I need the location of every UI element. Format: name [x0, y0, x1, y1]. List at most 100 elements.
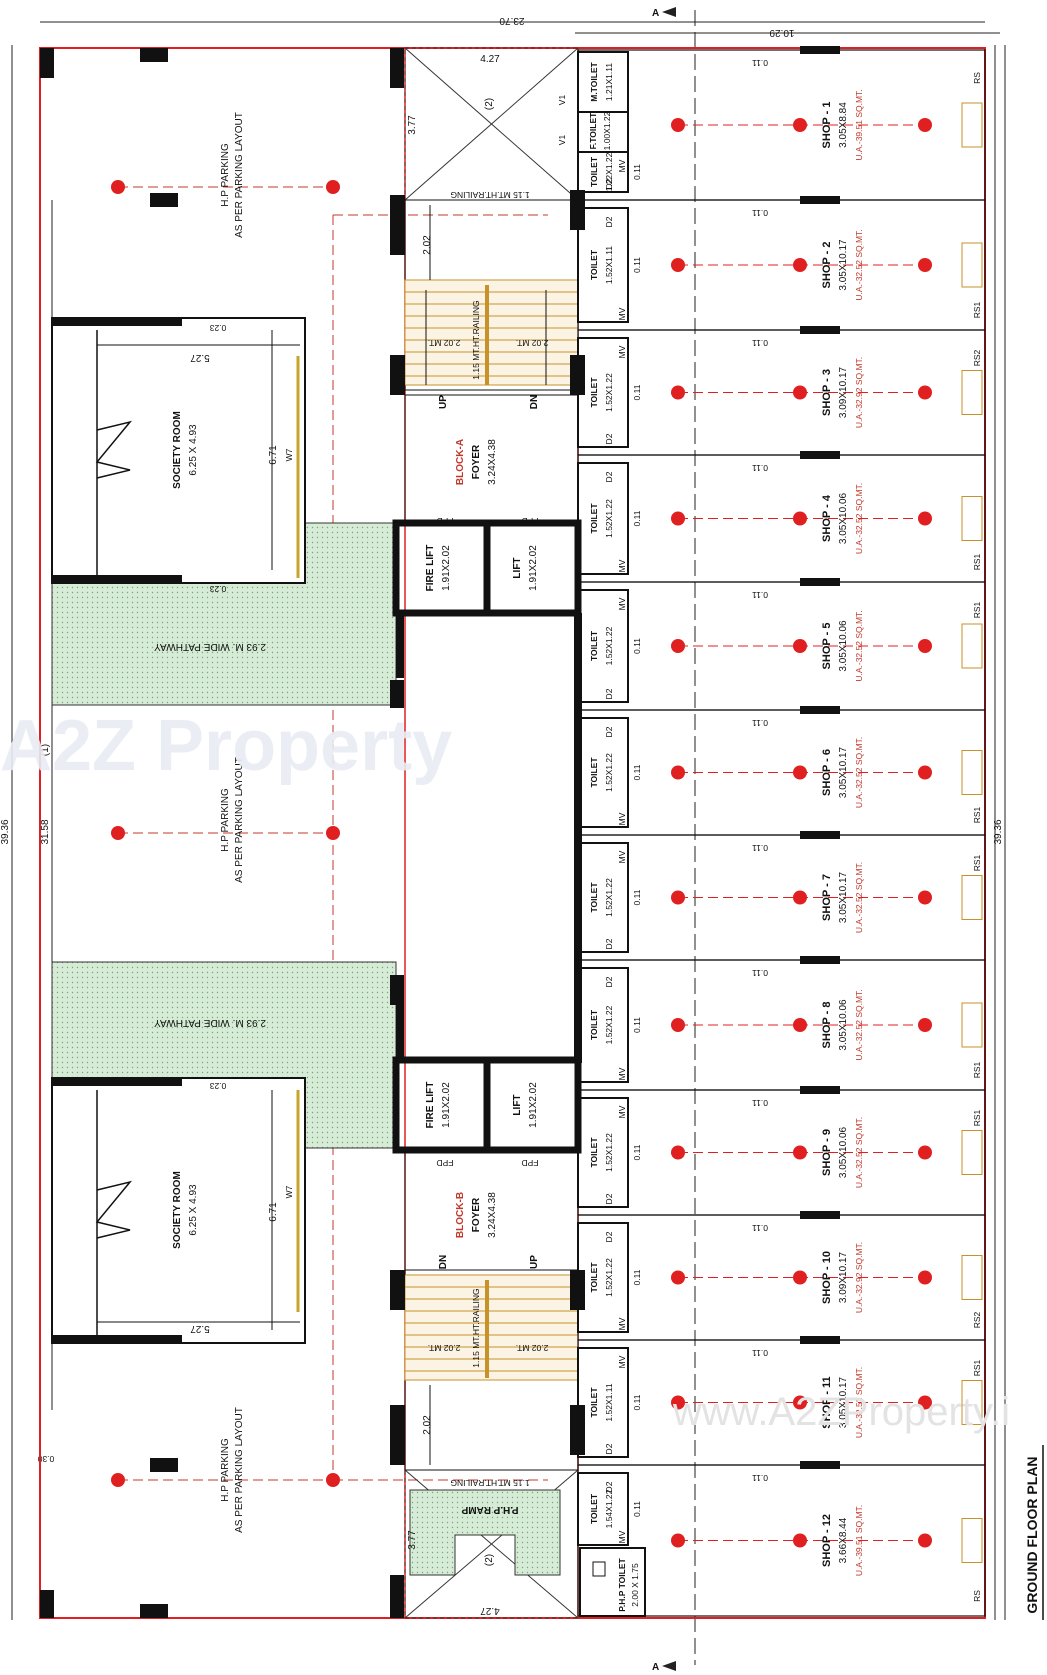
parking-label-bottom: H.P PARKING AS PER PARKING LAYOUT	[220, 1407, 245, 1533]
shop-grid-marker	[918, 118, 932, 132]
shop-grid-marker	[671, 1018, 685, 1032]
shop-size: 3.05X10.06	[838, 999, 849, 1051]
shop-grid-marker	[671, 1270, 685, 1285]
toilet-wall-dim: 0.11	[632, 1017, 642, 1033]
margin-mark: (1)	[40, 744, 51, 756]
shop-wall-segment	[800, 1086, 840, 1094]
parking-label-middle: H.P PARKING AS PER PARKING LAYOUT	[220, 757, 245, 883]
shop-name: SHOP - 1	[821, 102, 833, 149]
toilet-label: TOILET	[589, 156, 599, 187]
svg-text:FPD: FPD	[522, 516, 539, 526]
shop-grid-marker	[793, 385, 807, 400]
shop-area: U.A.-32.52 SQ.MT.	[854, 1117, 864, 1188]
svg-text:AS PER PARKING LAYOUT: AS PER PARKING LAYOUT	[234, 757, 245, 883]
shop-grid-marker	[918, 258, 932, 272]
shop-shutter-label: RS2	[972, 349, 982, 366]
toilet-size: 1.52X1.11	[604, 246, 614, 284]
svg-text:2.02: 2.02	[422, 235, 433, 255]
shop-size: 3.05X10.17	[838, 239, 849, 291]
society-room-top: 6.71 W7 5.27 0.23 0.23 SOCIETY ROOM 6.25…	[51, 317, 306, 594]
shop-shutter-label: RS1	[972, 1359, 982, 1376]
toilet-outline	[577, 462, 629, 575]
svg-text:5.27: 5.27	[190, 352, 210, 363]
toilet-size: 1.52X1.22	[604, 1133, 614, 1172]
shop-grid-marker	[671, 1533, 685, 1548]
rolling-shutter	[961, 1518, 983, 1563]
shop-grid-marker	[918, 1395, 932, 1410]
svg-text:FPD: FPD	[522, 1158, 539, 1168]
toilet-outline	[577, 842, 629, 953]
shop-size: 3.05X10.17	[838, 1376, 849, 1428]
shop-area: U.A.-32.52 SQ.MT.	[854, 989, 864, 1060]
shop-grid-marker	[671, 511, 685, 526]
shop-size: 3.05X10.06	[838, 1126, 849, 1178]
svg-text:0.23: 0.23	[209, 323, 226, 333]
toilet-wall-dim: 0.11	[632, 164, 642, 180]
svg-text:UP: UP	[529, 1255, 540, 1269]
svg-text:1.15 MT.HT.RAILING: 1.15 MT.HT.RAILING	[471, 300, 481, 379]
toilet-wall-dim: 0.11	[632, 384, 642, 400]
toilet-size: 1.52X1.22	[604, 626, 614, 665]
shop-grid-marker	[671, 765, 685, 780]
toilet-outline	[577, 1472, 629, 1546]
toilet-door-label: D2	[604, 471, 614, 482]
shop-grid-marker	[671, 890, 685, 905]
svg-text:LIFT: LIFT	[512, 557, 523, 578]
shop-wall-dim: 0.11	[752, 1098, 768, 1108]
toilet-size: 1.52X1.11	[604, 1383, 614, 1421]
svg-text:2.00 X 1.75: 2.00 X 1.75	[630, 1563, 640, 1607]
toilet-outline	[577, 1222, 629, 1333]
svg-text:V1: V1	[557, 135, 567, 146]
foyer-block-b: BLOCK-B FOYER 3.24X4.38	[404, 1149, 579, 1271]
svg-text:3.77: 3.77	[407, 1530, 418, 1550]
toilet-door-label: D2	[604, 216, 614, 227]
shop-wall-segment	[800, 326, 840, 334]
left-inner-dim: 31.58	[40, 819, 51, 844]
shop-wall-segment	[800, 1211, 840, 1219]
shop-wall-segment	[800, 831, 840, 839]
svg-text:2.02: 2.02	[422, 1415, 433, 1435]
svg-text:4.27: 4.27	[480, 54, 500, 65]
shop-grid-marker	[918, 1145, 932, 1160]
toilet-label: TOILET	[589, 1493, 599, 1524]
toilet-label: TOILET	[589, 377, 599, 408]
svg-text:P.H.P TOILET: P.H.P TOILET	[617, 1558, 627, 1612]
shop-shutter-label: RS	[972, 72, 982, 84]
rolling-shutter	[961, 1130, 983, 1175]
shop-grid-marker	[671, 385, 685, 400]
pathway-top: 2.93 M. WIDE PATHWAY	[51, 522, 397, 706]
toilet-door-label: D2	[604, 1481, 614, 1492]
ramp-bottom: P.H.P RAMP 1.15 MT.HT.RAILING 4.27 3.77 …	[404, 1469, 579, 1619]
shop-name: SHOP - 9	[821, 1129, 833, 1176]
rolling-shutter	[961, 623, 983, 669]
svg-text:F.TOILET: F.TOILET	[588, 112, 598, 149]
shop-area: U.A.-32.92 SQ.MT.	[854, 357, 864, 428]
shop-wall-dim: 0.11	[752, 208, 768, 218]
toilet-wall-dim: 0.11	[632, 1269, 642, 1285]
toilet-outline	[577, 589, 629, 703]
toilet-size: 1.52X1.22	[604, 1258, 614, 1297]
toilet-wall-dim: 0.11	[632, 510, 642, 526]
corridor-walls	[396, 613, 582, 1063]
svg-text:2.93 M. WIDE PATHWAY: 2.93 M. WIDE PATHWAY	[154, 641, 266, 652]
shop-area: U.A.-39.51 SQ.MT.	[854, 1505, 864, 1576]
rolling-shutter	[961, 875, 983, 920]
rolling-shutter	[961, 496, 983, 541]
shop-grid-marker	[793, 1270, 807, 1285]
shop-area: U.A.-32.92 SQ.MT.	[854, 1242, 864, 1313]
svg-text:1.91X2.02: 1.91X2.02	[528, 545, 539, 591]
svg-text:SOCIETY ROOM: SOCIETY ROOM	[172, 411, 183, 489]
shop-name: SHOP - 6	[821, 749, 833, 796]
shop-grid-marker	[918, 511, 932, 526]
rolling-shutter	[961, 102, 983, 148]
rolling-shutter	[961, 1380, 983, 1425]
toilet-door-label: D2	[604, 1443, 614, 1454]
shop-shutter-label: RS	[972, 1590, 982, 1602]
shop-wall-segment	[800, 1336, 840, 1344]
toilet-door-label: D2	[604, 976, 614, 987]
shop-wall-dim: 0.11	[752, 968, 768, 978]
